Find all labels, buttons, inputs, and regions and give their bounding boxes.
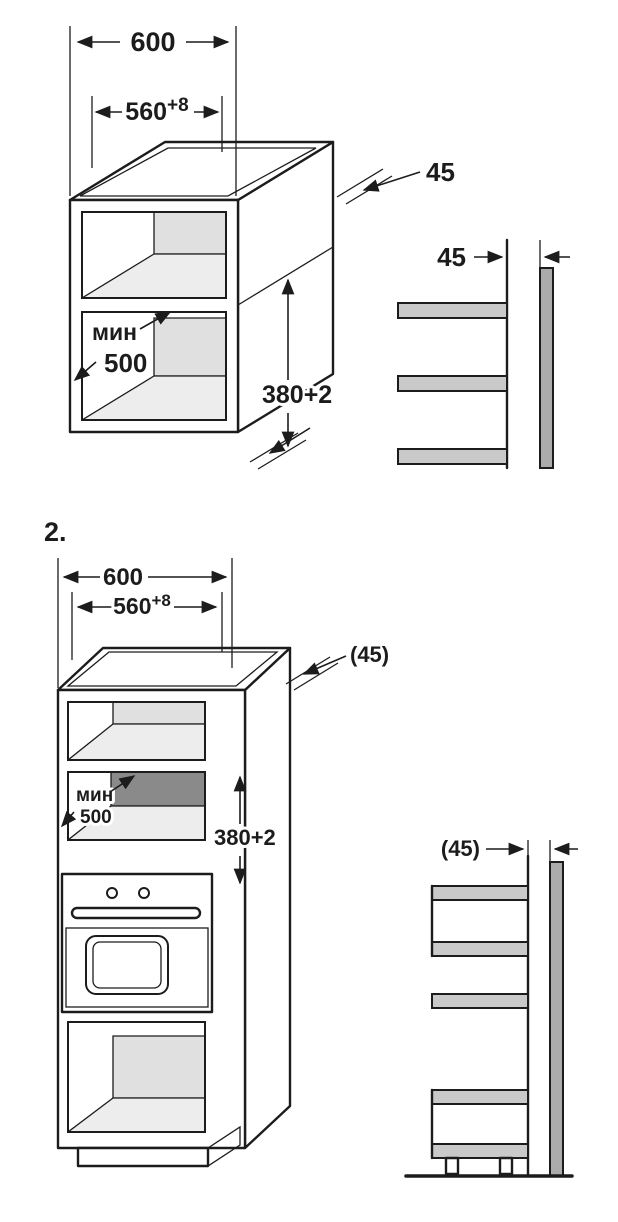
cabinet2-top-panel-inner-edge	[66, 651, 279, 687]
dim2-min-depth-label: мин	[76, 785, 113, 806]
cabinet2-plinth-side	[207, 1125, 241, 1168]
dim1-side-clearance: 45	[437, 242, 466, 272]
cabinet2-plinth-front	[76, 1146, 210, 1168]
cabinet1-rear-strip-line-1	[249, 432, 299, 463]
dim2-niche-height: 380+2	[214, 825, 276, 850]
dim1-width-inner-tolerance: +8	[167, 95, 189, 116]
sideview2-shelf-1	[431, 885, 529, 901]
sideview2-shelf-2	[431, 941, 529, 957]
cabinet2-bottom-opening	[67, 1021, 206, 1133]
diagram2-isometric-view	[56, 646, 292, 1168]
cabinet1-shelf-side-edge	[237, 246, 334, 306]
oven-handle	[70, 906, 202, 920]
diagram1-isometric-view	[68, 140, 335, 470]
dim2-min-depth-value: 500	[80, 807, 112, 828]
dim2-width-inner-base: 560	[113, 593, 151, 619]
dim1-rear-clearance: 45	[426, 157, 455, 187]
sideview1-shelf-middle	[397, 375, 508, 392]
diagram1-dimensions: 600 560+8 45 мин 500 380+2	[69, 24, 458, 448]
dim1-width-outer: 600	[130, 27, 175, 57]
cabinet1-top-panel-inner-edge	[79, 147, 317, 197]
diagram2-side-view: (45)	[404, 833, 578, 1178]
sideview1-wall	[539, 267, 554, 469]
dim2-rear-clearance: (45)	[350, 642, 389, 667]
cabinet1-rear-strip-line-2	[257, 439, 307, 470]
oven-knob-left	[106, 887, 118, 899]
oven-door-window-inner	[92, 941, 162, 989]
built-in-oven	[60, 872, 214, 1014]
sideview2-foot-right	[498, 1156, 514, 1176]
cabinet2-top-compartment-interior	[68, 702, 205, 760]
cabinet2-microwave-niche-opening	[67, 771, 206, 841]
diagram1-side-view: 45	[397, 238, 570, 470]
sideview1-shelf-top	[397, 302, 508, 319]
sideview2-wall	[549, 861, 564, 1177]
oven-door	[65, 927, 209, 1008]
oven-door-window	[85, 935, 169, 995]
dim2-width-inner-tolerance: +8	[151, 591, 170, 610]
diagram2-dimensions: 600 560+8 (45) мин 500 380+2	[57, 558, 392, 885]
dim1-min-depth-label: мин	[92, 319, 137, 345]
cabinet1-lower-compartment-interior	[82, 317, 226, 420]
oven-knob-right	[138, 887, 150, 899]
sideview2-shelf-3	[431, 993, 529, 1009]
sideview2-shelf-4	[431, 1089, 529, 1105]
dim2-side-clearance: (45)	[441, 836, 480, 861]
sideview2-shelf-5	[431, 1143, 529, 1159]
oven-front	[60, 872, 214, 1014]
sideview1-shelf-bottom	[397, 448, 508, 465]
cabinet2-top-opening	[67, 701, 206, 761]
dim1-niche-height: 380+2	[262, 381, 332, 409]
sideview2-foot-left	[444, 1156, 460, 1176]
dim1-min-depth-value: 500	[104, 348, 147, 378]
cabinet1-upper-opening	[81, 211, 227, 299]
dim2-width-inner: 560+8	[113, 591, 171, 619]
dim1-width-inner-base: 560	[125, 98, 167, 126]
section2-label: 2.	[44, 517, 67, 547]
cabinet2-right-panel	[243, 646, 292, 1150]
dim1-width-inner: 560+8	[125, 95, 188, 126]
dim2-width-outer: 600	[103, 564, 143, 591]
cabinet1-upper-niche-interior	[82, 212, 226, 298]
